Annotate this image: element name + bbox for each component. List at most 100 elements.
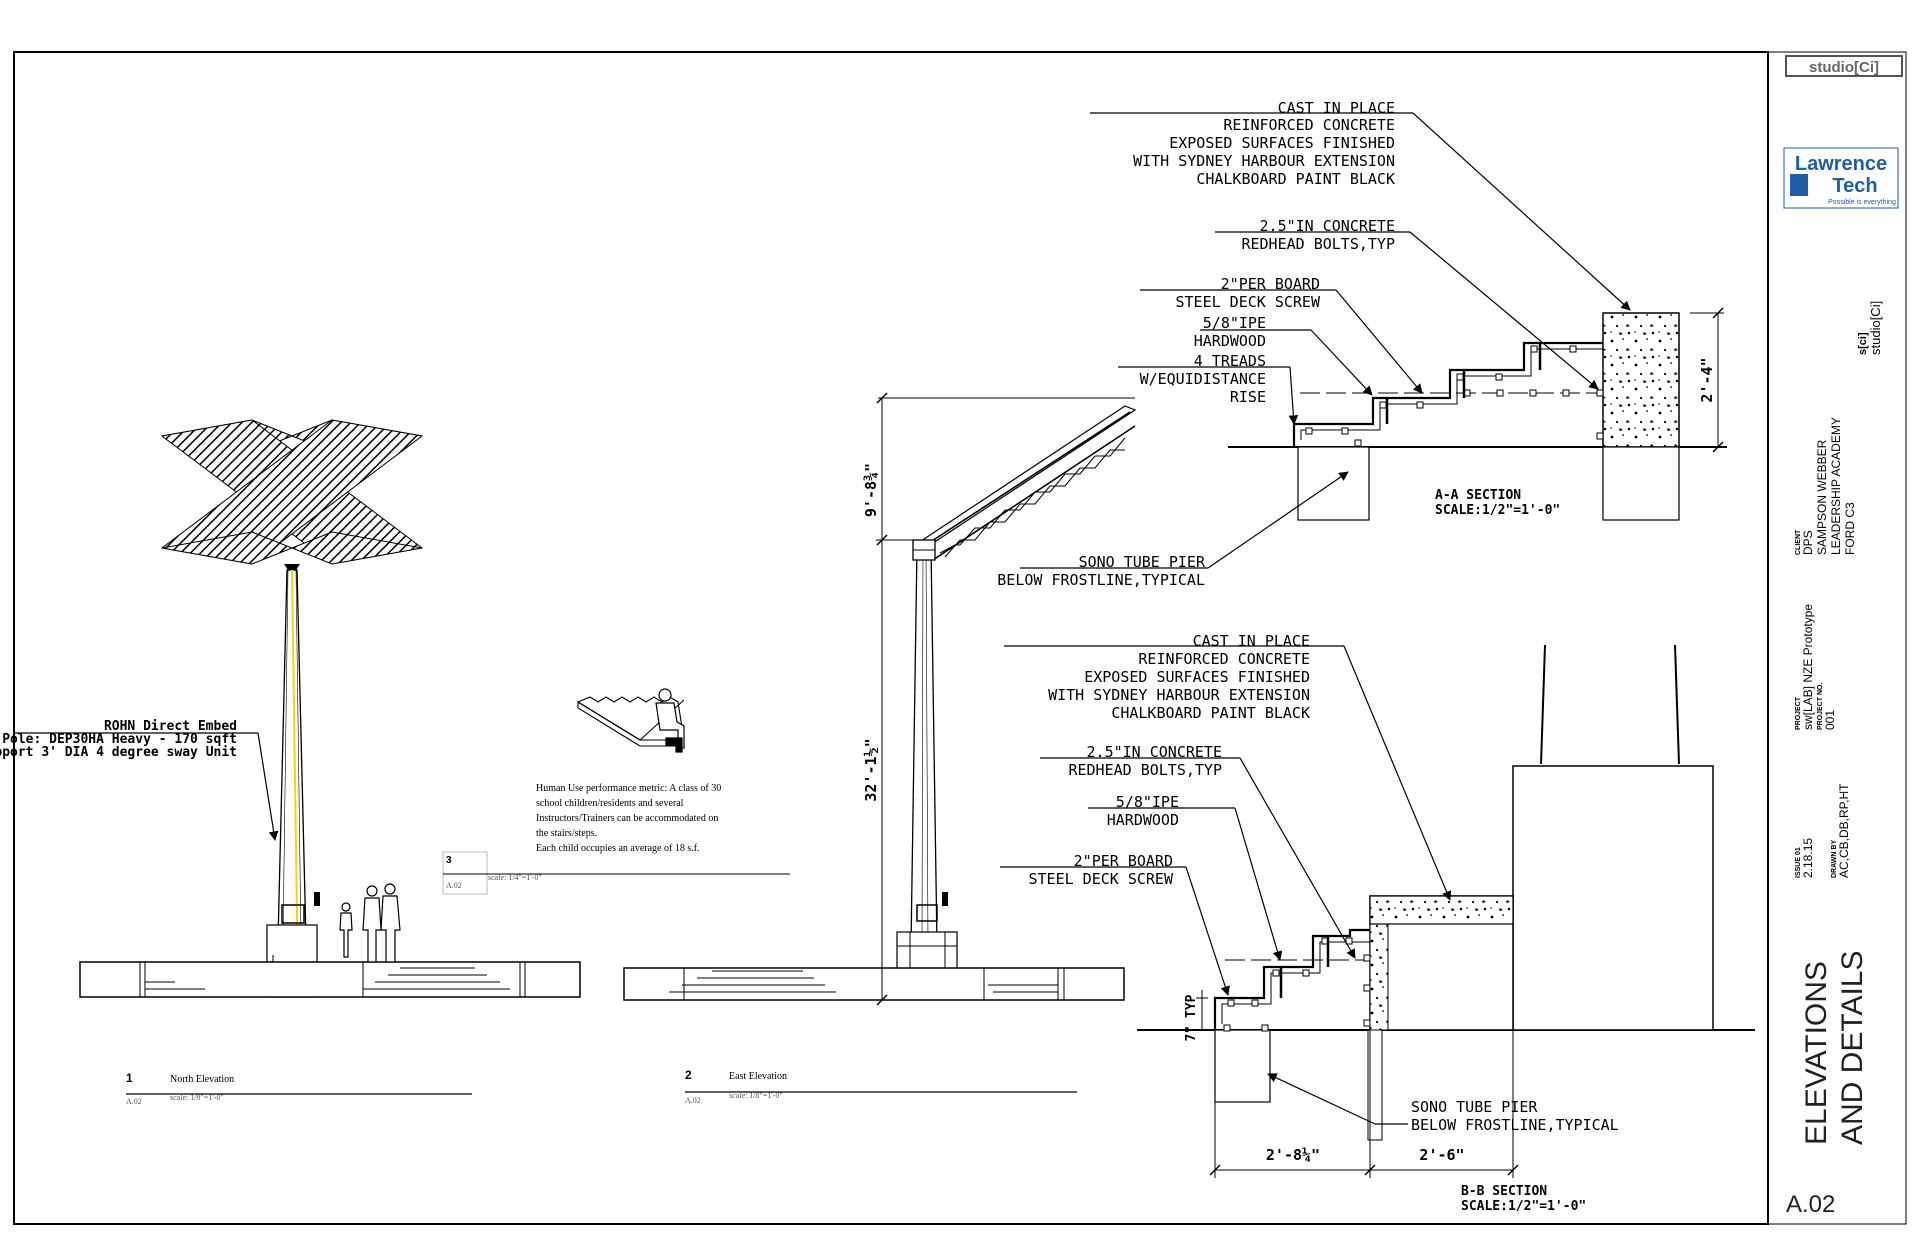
east-elevation: 9'-8¾" 32'-1½" 2 East Elevation A.02 sca… <box>623 392 1137 1105</box>
bb-post-left <box>1540 644 1546 765</box>
aa-note5-line2: W/EQUIDISTANCE <box>1140 370 1266 388</box>
bb-note1-line1: CAST IN PLACE <box>1193 632 1310 650</box>
client-label: CLIENT <box>1795 529 1802 555</box>
bb-post-right <box>1674 644 1680 765</box>
seated-person-icon <box>655 688 685 753</box>
bb-scale: SCALE:1/2"=1'-0" <box>1461 1199 1586 1214</box>
drawn-by-label: DRAWN BY <box>1831 840 1838 878</box>
aa-note4-line2: HARDWOOD <box>1194 332 1266 350</box>
aa-note4-leader <box>1310 329 1373 396</box>
project-no: 001 <box>1823 710 1837 730</box>
north-elevation: ROHN Direct Embed Pole: DEP30HA Heavy - … <box>0 419 581 1106</box>
section-aa: 2'-4" CAST IN PLACE REINFORCED CONCRETE … <box>997 99 1727 589</box>
client-line-2: SAMPSON WEBBER <box>1815 439 1829 555</box>
sheet-title-line1: ELEVATIONS <box>1800 961 1833 1145</box>
detail-3-ref: A.02 <box>446 881 462 890</box>
bb-note1-line4: WITH SYDNEY HARBOUR EXTENSION <box>1048 686 1310 704</box>
east-elevation-ref: A.02 <box>685 1096 701 1105</box>
aa-note1-line4: WITH SYDNEY HARBOUR EXTENSION <box>1133 152 1395 170</box>
aa-note4-line1: 5/8"IPE <box>1203 314 1266 332</box>
drawn-by: AC,CB,DB,RP,HT <box>1837 783 1851 878</box>
studio-ci-logo-text: studio[Ci] <box>1809 59 1879 76</box>
aa-note1-line1: CAST IN PLACE <box>1278 99 1395 117</box>
aa-note5-line1: 4 TREADS <box>1194 352 1266 370</box>
bb-dim-left: 2'-8¼" <box>1266 1146 1320 1164</box>
metric-text-line4: the stairs/steps. <box>536 828 597 839</box>
sheet-title-line2: AND DETAILS <box>1836 951 1869 1146</box>
aa-note3-line1: 2"PER BOARD <box>1221 275 1320 293</box>
detail-3-scale: scale: 1/4"=1'-0" <box>488 873 542 882</box>
aa-scale: SCALE:1/2"=1'-0" <box>1435 503 1560 518</box>
east-elevation-number: 2 <box>685 1068 692 1082</box>
detail-3: Human Use performance metric: A class of… <box>442 688 790 895</box>
bb-note3-line1: 5/8"IPE <box>1116 793 1179 811</box>
aa-note1-line2: REINFORCED CONCRETE <box>1223 116 1395 134</box>
aa-note3-leader <box>1335 289 1423 394</box>
east-elevation-title: East Elevation <box>729 1071 787 1082</box>
ltu-logo-line2: Tech <box>1832 175 1877 197</box>
client-line-3: LEADERSHIP ACADEMY <box>1829 417 1843 555</box>
aa-note3-line2: STEEL DECK SCREW <box>1176 293 1321 311</box>
bb-note2-line2: REDHEAD BOLTS,TYP <box>1068 761 1222 779</box>
pole-note-line3: support 3' DIA 4 degree sway Unit <box>0 745 237 760</box>
client-line-4: FORD C3 <box>1843 502 1857 555</box>
north-elevation-title: North Elevation <box>170 1074 234 1085</box>
east-pole <box>910 547 938 946</box>
pole-yellow-line <box>291 569 299 989</box>
canopy-lower-right <box>290 531 423 565</box>
human-figures <box>339 883 401 963</box>
sheet-border <box>13 51 1769 1225</box>
bb-note1-leader <box>1343 645 1452 901</box>
aa-note2-line1: 2.5"IN CONCRETE <box>1260 217 1395 235</box>
east-elevation-scale: scale: 1/8"=1'-0" <box>729 1091 783 1100</box>
aa-note1-leader <box>1412 112 1631 311</box>
bb-note2-leader <box>1239 757 1356 959</box>
aa-note1-line5: CHALKBOARD PAINT BLACK <box>1196 170 1395 188</box>
bb-wall <box>1512 765 1714 1031</box>
metric-text-line3: Instructors/Trainers can be accommodated… <box>536 813 718 824</box>
aa-pier-note-line2: BELOW FROSTLINE,TYPICAL <box>997 571 1205 589</box>
bb-concrete-cap <box>1369 895 1514 925</box>
canopy-truss-web <box>939 437 1126 554</box>
aa-note5-line3: RISE <box>1230 388 1266 406</box>
client-line-1: DPS <box>1801 530 1815 555</box>
aa-concrete-block <box>1602 312 1680 448</box>
pole-note-line2: Pole: DEP30HA Heavy - 170 sqft <box>2 732 237 747</box>
bb-note3-leader <box>1234 807 1283 961</box>
north-elevation-ref: A.02 <box>126 1097 142 1106</box>
metric-text-line2: school children/residents and several <box>536 798 684 809</box>
project-no-label: PROJECT NO. <box>1817 682 1824 730</box>
issue-date: 2.18.15 <box>1801 838 1815 878</box>
bb-note1-line2: REINFORCED CONCRETE <box>1138 650 1310 668</box>
bb-pier-note-leader <box>1267 1073 1376 1125</box>
section-bb: 7" TYP 2'-8¼" 2'-6" CAST IN PLACE REINFO… <box>1000 632 1755 1214</box>
canopy-truss-top <box>913 405 1137 546</box>
bb-stairs <box>1213 928 1370 1030</box>
detail-3-box <box>442 851 488 895</box>
project-label: PROJECT <box>1795 696 1802 730</box>
aa-note2-line2: REDHEAD BOLTS,TYP <box>1241 235 1395 253</box>
studio-label: s[ci] <box>1857 332 1869 355</box>
bb-pier-note-line1: SONO TUBE PIER <box>1411 1098 1538 1116</box>
pole-note-leader <box>257 732 279 841</box>
bb-pier-note-line2: BELOW FROSTLINE,TYPICAL <box>1411 1116 1619 1134</box>
sheet-number: A.02 <box>1786 1191 1835 1218</box>
aa-sono-pier <box>1297 446 1370 521</box>
ltu-shield-icon <box>1790 174 1808 196</box>
aa-dim-height: 2'-4" <box>1698 357 1716 402</box>
metric-text-line1: Human Use performance metric: A class of… <box>536 783 721 794</box>
bb-dim-rise: 7" TYP <box>1184 994 1199 1041</box>
studio-name: studio[Ci] <box>1868 301 1883 355</box>
bb-note4-line1: 2"PER BOARD <box>1074 852 1173 870</box>
aa-caption: A-A SECTION <box>1435 488 1521 503</box>
bb-sono-pier <box>1214 1029 1271 1103</box>
issue-label: ISSUE 01 <box>1795 847 1802 878</box>
canopy-hub <box>284 564 300 570</box>
bb-dim-right: 2'-6" <box>1419 1146 1464 1164</box>
studio-ci-logo <box>1785 55 1903 77</box>
east-deck <box>623 967 1125 1001</box>
east-dim-lower: 32'-1½" <box>862 738 880 801</box>
aa-stairs <box>1292 341 1603 447</box>
project-name: sw[LAB] NZE Prototype <box>1801 604 1815 730</box>
